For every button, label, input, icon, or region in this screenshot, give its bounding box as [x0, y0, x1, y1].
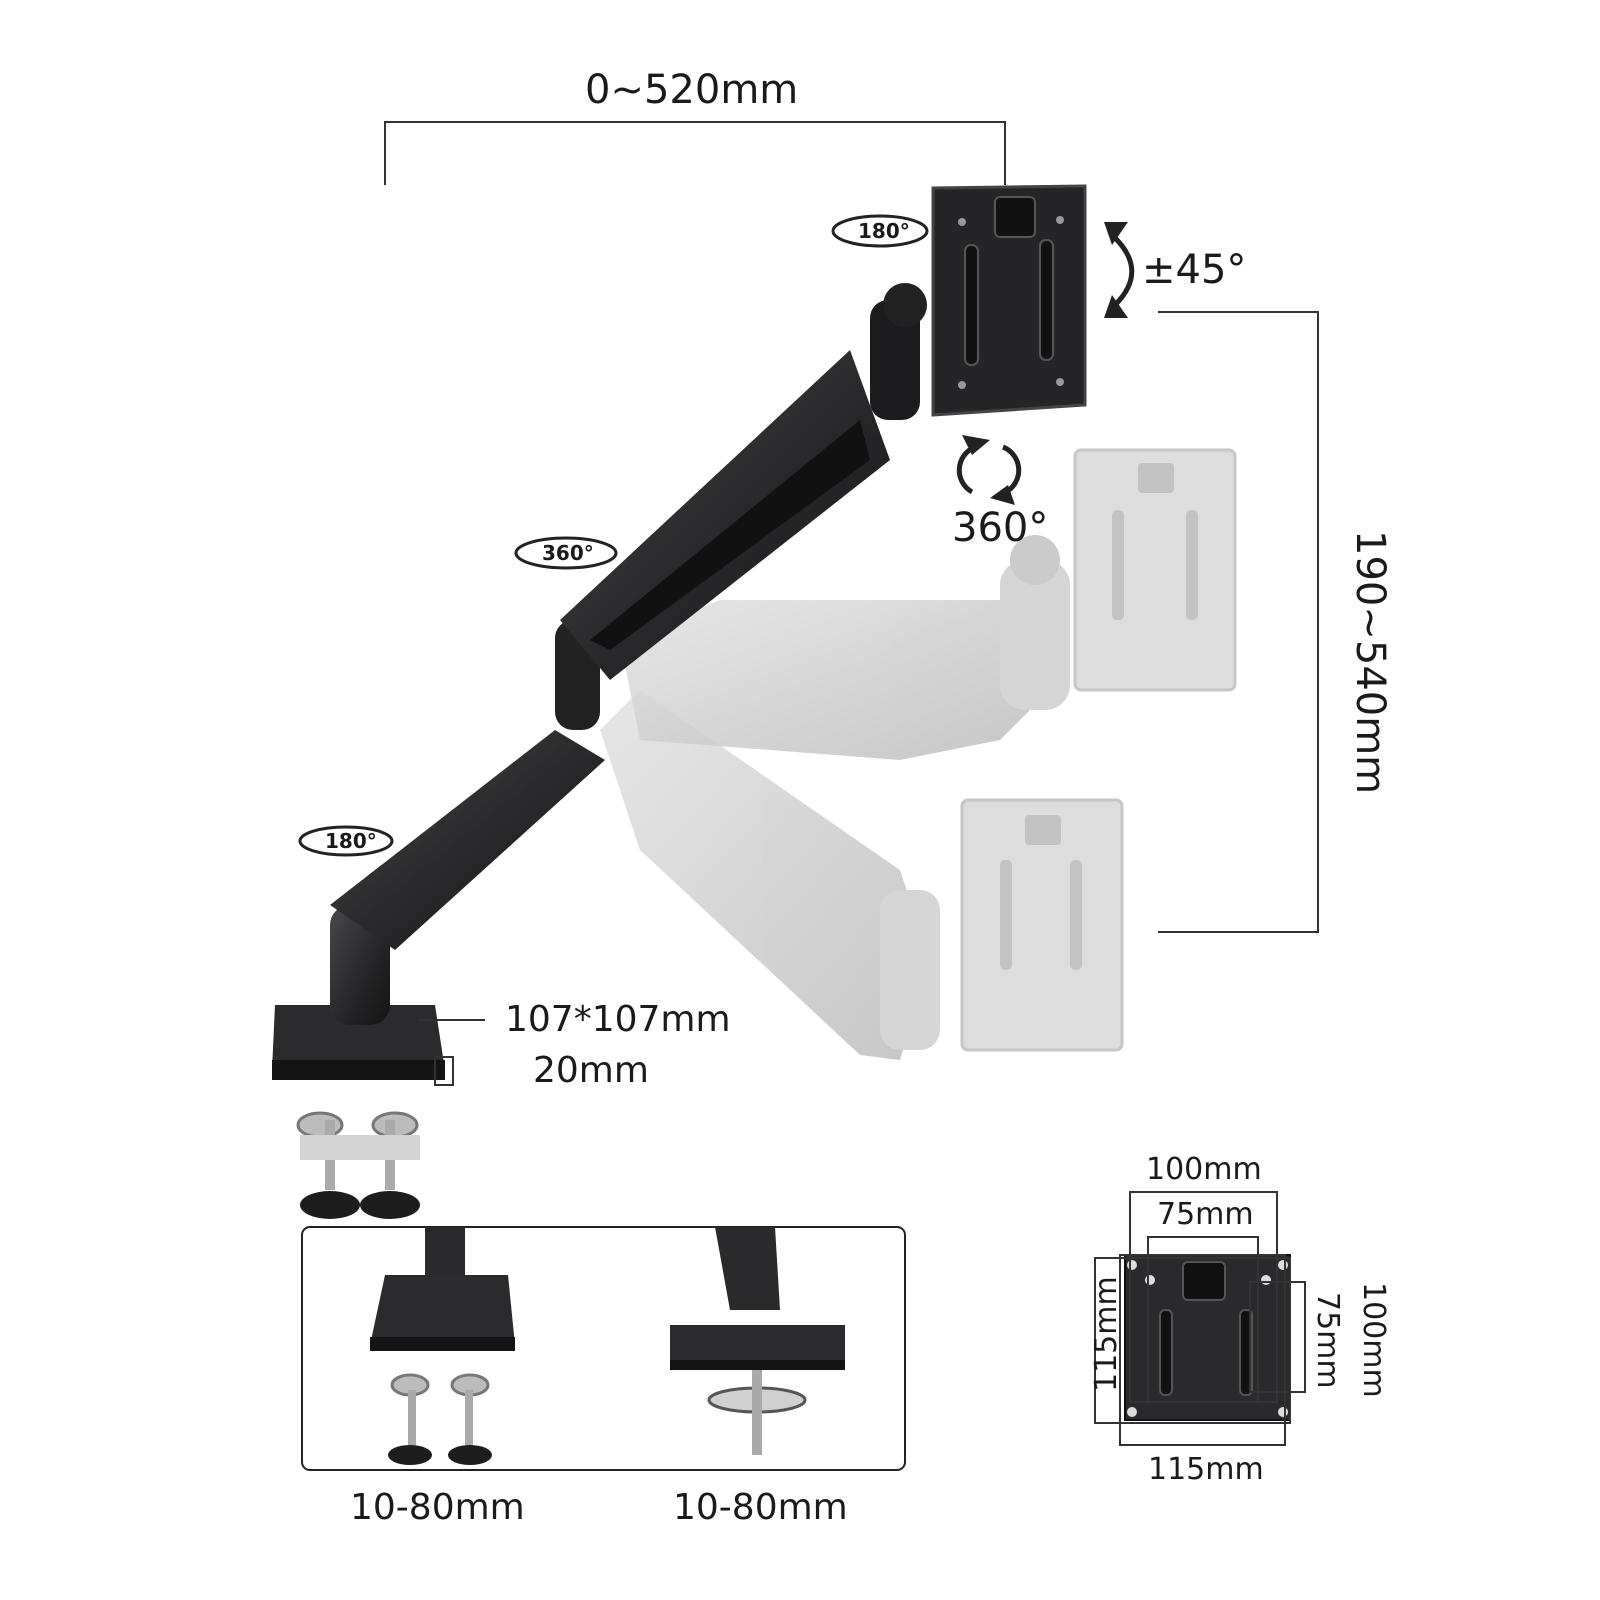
ghost-arm-upper [620, 448, 1237, 760]
vesa-plate-height-label: 115mm [1089, 1276, 1124, 1392]
height-range-label: 190~540mm [1347, 530, 1393, 795]
vesa-75-height-frame [1249, 1281, 1306, 1393]
clamp-option-image [370, 1227, 515, 1465]
rotation-badge-middle: 360° [542, 541, 594, 565]
base-size-label: 107*107mm [505, 999, 731, 1040]
desk-clamp [296, 1111, 420, 1219]
vesa-plate-width-label: 115mm [1148, 1452, 1264, 1487]
dimension-lines [384, 121, 1319, 1086]
clamp-options-panel [301, 1226, 906, 1471]
height-bracket [1158, 311, 1319, 933]
grommet-range-label: 10-80mm [673, 1487, 848, 1528]
rotation-badge-base-icon [298, 825, 394, 857]
ghost-arm-lower [600, 690, 1124, 1060]
rotation-badge-top-icon [831, 214, 929, 248]
ghost-vesa-plate-upper [1073, 448, 1237, 692]
rotation-360-icon [956, 435, 1022, 505]
rotation-badge-middle-icon [514, 536, 618, 570]
main-vesa-plate [931, 184, 1087, 417]
grommet-option-image [670, 1227, 845, 1455]
vesa-inner-width-label: 75mm [1157, 1197, 1254, 1232]
vesa-115-height-frame [1094, 1257, 1291, 1424]
tilt-label: ±45° [1142, 247, 1247, 293]
vesa-outer-height-label: 100mm [1356, 1282, 1391, 1398]
vesa-inner-height-label: 75mm [1310, 1292, 1345, 1389]
main-arm [272, 283, 927, 1219]
vesa-75-frame [1147, 1236, 1259, 1403]
tilt-arrows-icon [1104, 222, 1135, 318]
vesa-outer-width-label: 100mm [1146, 1152, 1262, 1187]
rotation-badge-top: 180° [858, 219, 910, 243]
vesa-detail [1094, 1191, 1306, 1446]
clamp-range-label: 10-80mm [350, 1487, 525, 1528]
rotation-360-label: 360° [952, 505, 1049, 551]
base-thickness-label: 20mm [533, 1050, 649, 1091]
rotation-badge-base: 180° [325, 829, 377, 853]
vesa-115-width-frame [1119, 1254, 1286, 1446]
reach-label: 0~520mm [585, 67, 799, 113]
ghost-vesa-plate-lower [960, 798, 1124, 1052]
base-thickness-marker [434, 1056, 454, 1086]
reach-bracket [384, 121, 1006, 185]
